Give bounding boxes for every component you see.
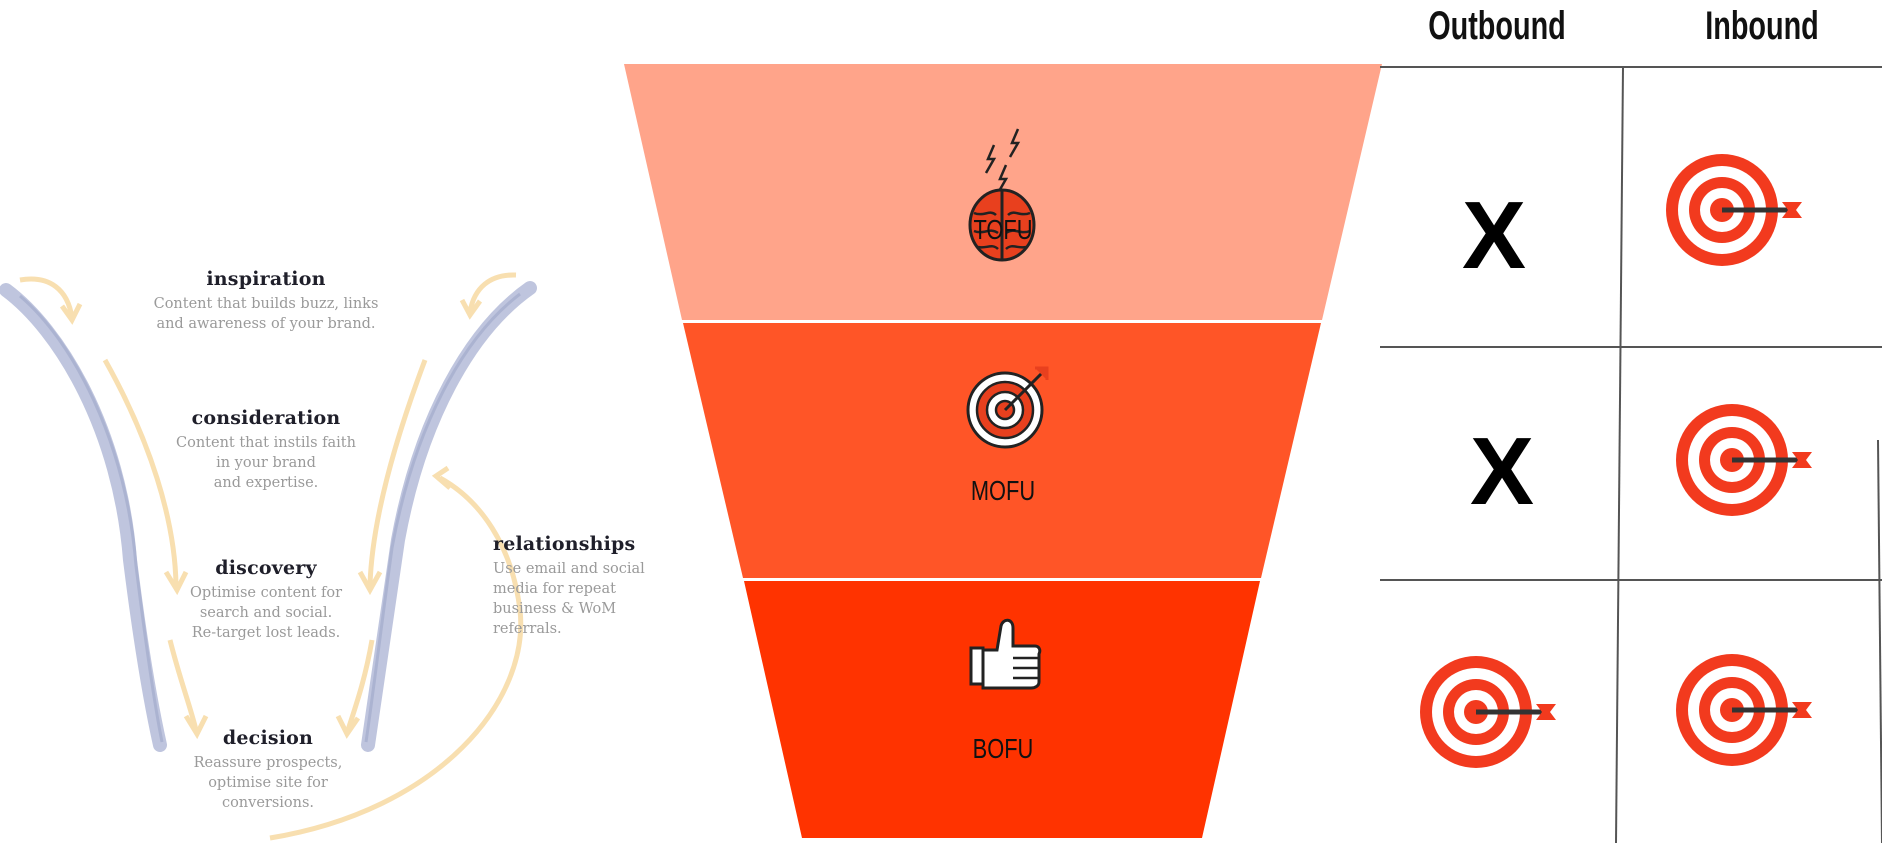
column-header-inbound: Inbound bbox=[1705, 4, 1819, 48]
thumbs-up-icon bbox=[969, 618, 1042, 690]
stage-inspiration: inspiration Content that builds buzz, li… bbox=[128, 268, 404, 334]
target-icon bbox=[966, 366, 1049, 449]
right-yellow-stroke bbox=[367, 359, 428, 586]
stage-title: relationships bbox=[493, 533, 636, 555]
right-yellow-stroke-low bbox=[345, 639, 375, 731]
right-yellow-curve-top bbox=[467, 272, 517, 313]
stage-decision: decision Reassure prospects, optimise si… bbox=[158, 727, 378, 813]
inbound-row-3-target-icon bbox=[1676, 654, 1812, 766]
outbound-row-3-target-icon bbox=[1420, 656, 1556, 768]
grid-lines bbox=[1380, 66, 1882, 843]
right-grey-stroke bbox=[361, 281, 537, 752]
right-grey-stroke-inner bbox=[364, 292, 521, 743]
stage-description: Content that instils faith in your brand… bbox=[176, 435, 356, 491]
inbound-row-1-target-icon bbox=[1666, 154, 1802, 266]
funnel-segment-bofu bbox=[744, 581, 1260, 838]
stage-description: Optimise content for search and social. … bbox=[189, 585, 343, 641]
stage-relationships: relationships Use email and social media… bbox=[493, 533, 683, 639]
funnel-shape bbox=[624, 64, 1382, 838]
left-grey-stroke-inner bbox=[19, 294, 164, 743]
comparison-grid: X X bbox=[1380, 0, 1882, 843]
outbound-cell-x-mark: X bbox=[1470, 418, 1535, 525]
marketing-funnel: TOFU MOFU BOFU bbox=[620, 60, 1390, 840]
funnel-level-label-tofu: TOFU bbox=[973, 214, 1033, 245]
stage-description: Use email and social media for repeat bu… bbox=[493, 561, 645, 637]
stage-title: consideration bbox=[191, 407, 341, 429]
left-grey-stroke bbox=[0, 283, 167, 752]
relationships-loop-arrow bbox=[269, 475, 524, 841]
stage-title: inspiration bbox=[206, 268, 326, 290]
stage-consideration: consideration Content that instils faith… bbox=[146, 407, 386, 493]
left-yellow-stroke bbox=[102, 358, 179, 586]
target-icons bbox=[1380, 0, 1882, 843]
left-yellow-curve-top bbox=[19, 276, 75, 319]
inbound-row-2-target-icon bbox=[1676, 404, 1812, 516]
content-funnel-diagram: inspiration Content that builds buzz, li… bbox=[0, 0, 680, 843]
brain-icon bbox=[968, 128, 1036, 262]
funnel-level-label-mofu: MOFU bbox=[970, 475, 1036, 506]
stage-title: decision bbox=[222, 727, 314, 749]
outbound-cell-x-mark: X bbox=[1462, 182, 1527, 289]
stage-description: Reassure prospects, optimise site for co… bbox=[193, 755, 343, 811]
stage-description: Content that builds buzz, links and awar… bbox=[153, 296, 379, 332]
funnel-segment-mofu bbox=[683, 323, 1321, 578]
column-header-outbound: Outbound bbox=[1428, 4, 1566, 48]
funnel-strokes bbox=[0, 272, 537, 841]
funnel-level-label-bofu: BOFU bbox=[972, 733, 1034, 764]
stage-discovery: discovery Optimise content for search an… bbox=[156, 557, 376, 643]
left-yellow-stroke-low bbox=[167, 639, 199, 731]
stage-title: discovery bbox=[215, 557, 317, 579]
